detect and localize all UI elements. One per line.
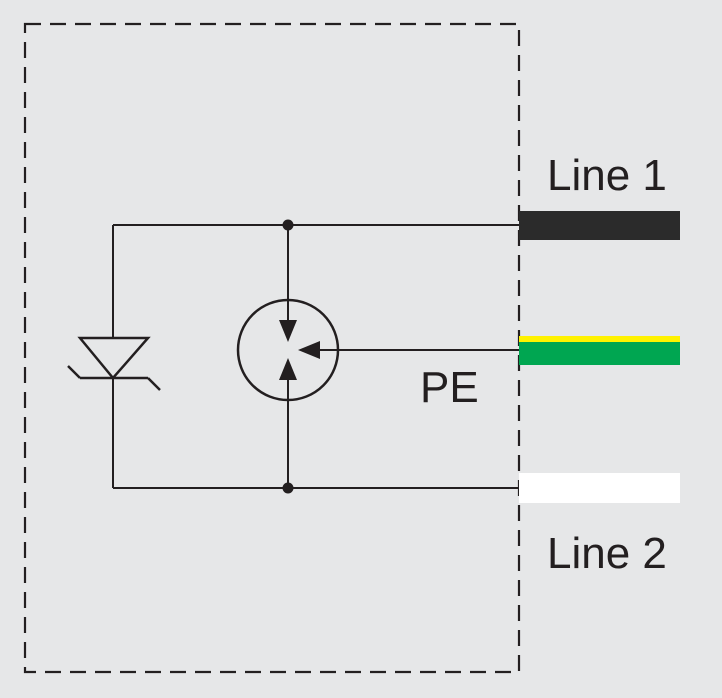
junction-dot-bottom [282, 482, 294, 494]
gas-discharge-tube [236, 225, 340, 488]
arrow-left-icon [298, 341, 320, 359]
pe-wire-stripe [519, 336, 680, 342]
pe-label: PE [420, 363, 479, 412]
arrow-down-icon [279, 320, 297, 342]
line2-label: Line 2 [547, 529, 667, 578]
arrow-up-icon [279, 358, 297, 380]
device-enclosure [23, 22, 521, 674]
junction-dot-top [282, 219, 294, 231]
line1-label: Line 1 [547, 151, 667, 200]
line1-wire [519, 211, 680, 240]
line2-wire [519, 473, 680, 503]
tvs-diode [67, 225, 161, 488]
